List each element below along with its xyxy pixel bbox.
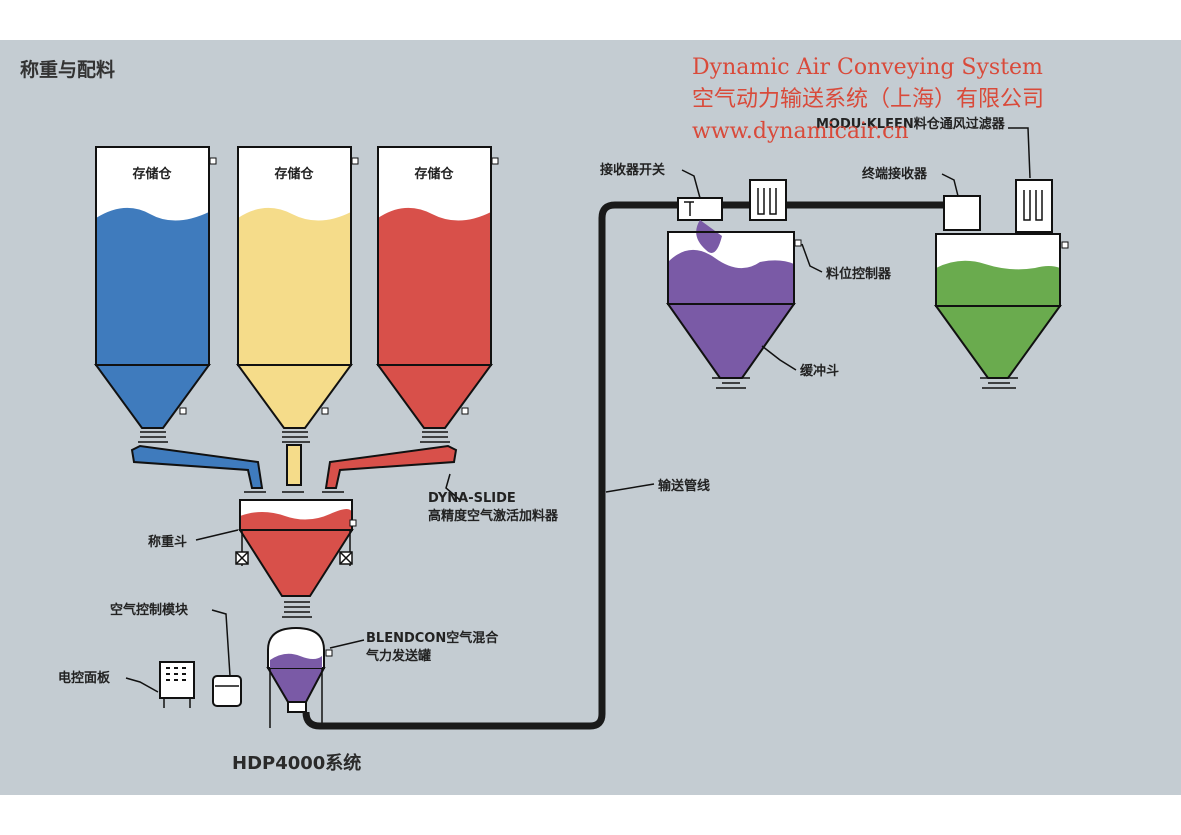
terminal-hopper xyxy=(934,233,1069,389)
level-controller-label: 料位控制器 xyxy=(826,266,892,282)
blendcon-vessel xyxy=(266,626,333,728)
watermark: Dynamic Air Conveying System 空气动力输送系统（上海… xyxy=(692,55,1044,144)
leader-lines xyxy=(125,127,1031,693)
silo-3: 存储仓 xyxy=(376,146,499,429)
silo-3-label: 存储仓 xyxy=(414,166,454,182)
watermark-line-2: 空气动力输送系统（上海）有限公司 xyxy=(692,87,1044,112)
air-control-module xyxy=(212,675,242,707)
dyna-slide-label-1: DYNA-SLIDE xyxy=(428,491,516,506)
weigh-hopper xyxy=(235,491,357,618)
modu-kleen-filter-2 xyxy=(1015,179,1053,233)
surge-hopper xyxy=(666,220,802,389)
system-name-label: HDP4000系统 xyxy=(232,752,361,774)
weigh-hopper-label: 称重斗 xyxy=(148,534,187,550)
surge-hopper-label: 缓冲斗 xyxy=(800,363,839,379)
watermark-line-1: Dynamic Air Conveying System xyxy=(692,55,1043,80)
terminal-receiver-label: 终端接收器 xyxy=(862,166,928,182)
air-control-module-label: 空气控制模块 xyxy=(110,602,189,618)
dyna-slide-label-2: 高精度空气激活加料器 xyxy=(428,508,559,524)
silo-outlet-springs xyxy=(138,431,450,443)
conveying-line-label: 输送管线 xyxy=(658,478,710,494)
electric-control-panel xyxy=(159,661,195,708)
silo-1-label: 存储仓 xyxy=(132,166,172,182)
blendcon-label-2: 气力发送罐 xyxy=(366,648,431,664)
dyna-slide-feeders xyxy=(130,444,458,489)
modu-kleen-filter-1 xyxy=(749,179,787,221)
terminal-receiver xyxy=(943,195,981,231)
blendcon-label-1: BLENDCON空气混合 xyxy=(366,630,499,646)
diagram-title: 称重与配料 xyxy=(20,58,115,81)
watermark-line-3: www.dynamicair.cn xyxy=(692,119,909,144)
silo-1: 存储仓 xyxy=(94,146,217,429)
modu-kleen-label: MODU-KLEEN料仓通风过滤器 xyxy=(816,116,1006,132)
electric-panel-label: 电控面板 xyxy=(58,670,111,686)
receiver-switch-label: 接收器开关 xyxy=(600,162,665,178)
silo-1-fill xyxy=(96,207,209,365)
receiver-switch xyxy=(677,197,723,221)
silo-2-label: 存储仓 xyxy=(274,166,314,182)
silo-2: 存储仓 xyxy=(236,146,359,429)
